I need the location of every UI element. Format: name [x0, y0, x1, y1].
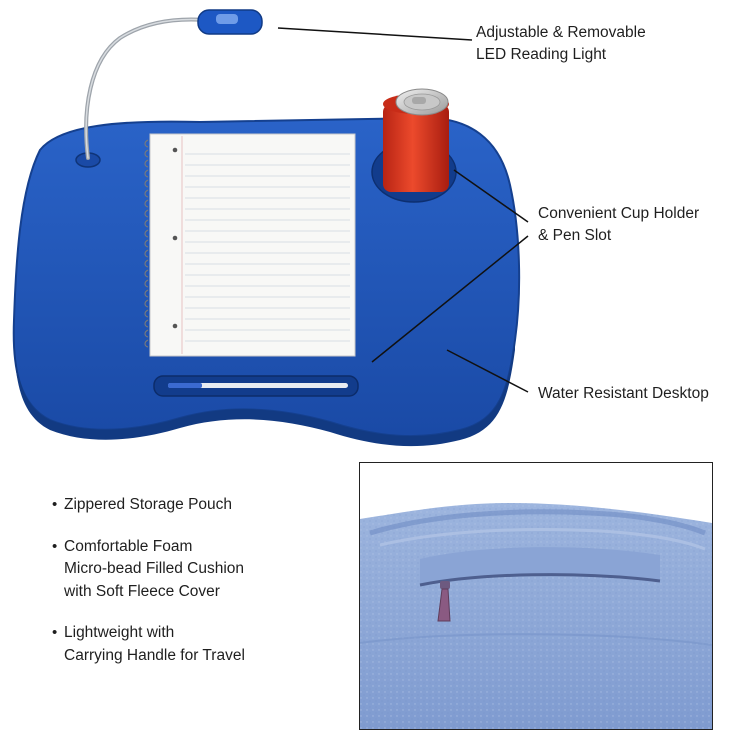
callout-led-light-line2: LED Reading Light — [476, 46, 607, 63]
feature-text: Lightweight with — [64, 624, 175, 641]
callout-led-light: Adjustable & Removable LED Reading Light — [476, 22, 646, 66]
callout-cup-holder-line2: & Pen Slot — [538, 227, 612, 244]
callout-cup-holder: Convenient Cup Holder & Pen Slot — [538, 203, 699, 247]
fleece-cushion — [360, 463, 712, 729]
feature-text: Carrying Handle for Travel — [64, 646, 245, 664]
callout-desktop-line1: Water Resistant Desktop — [538, 385, 709, 402]
cup-leader-line-1 — [453, 169, 529, 223]
drink-can — [383, 88, 449, 192]
desk-leader-line — [446, 349, 529, 393]
pen-slot — [153, 375, 359, 397]
feature-text: Comfortable Foam — [64, 537, 193, 555]
zipper-track — [419, 573, 661, 587]
callout-desktop: Water Resistant Desktop — [538, 383, 709, 405]
callout-led-light-line1: Adjustable & Removable — [476, 24, 646, 41]
feature-item: Lightweight with Carrying Handle for Tra… — [52, 622, 245, 667]
cushion-closeup-photo — [359, 462, 713, 730]
feature-text: with Soft Fleece Cover — [64, 582, 220, 600]
feature-text: Zippered Storage Pouch — [64, 496, 233, 513]
feature-text: Micro-bead Filled Cushion — [64, 560, 245, 577]
zipper-pull — [437, 581, 451, 622]
feature-item: Comfortable Foam Micro-bead Filled Cushi… — [52, 536, 245, 604]
callout-cup-holder-line1: Convenient Cup Holder — [538, 205, 700, 222]
cup-leader-line-2 — [371, 235, 529, 363]
feature-item: Zippered Storage Pouch — [52, 494, 245, 517]
notebook — [144, 133, 356, 357]
feature-list: Zippered Storage Pouch Comfortable Foam … — [52, 494, 245, 686]
lap-desk-photo — [12, 9, 529, 447]
light-leader-line — [277, 27, 473, 41]
led-light-head — [197, 9, 263, 35]
